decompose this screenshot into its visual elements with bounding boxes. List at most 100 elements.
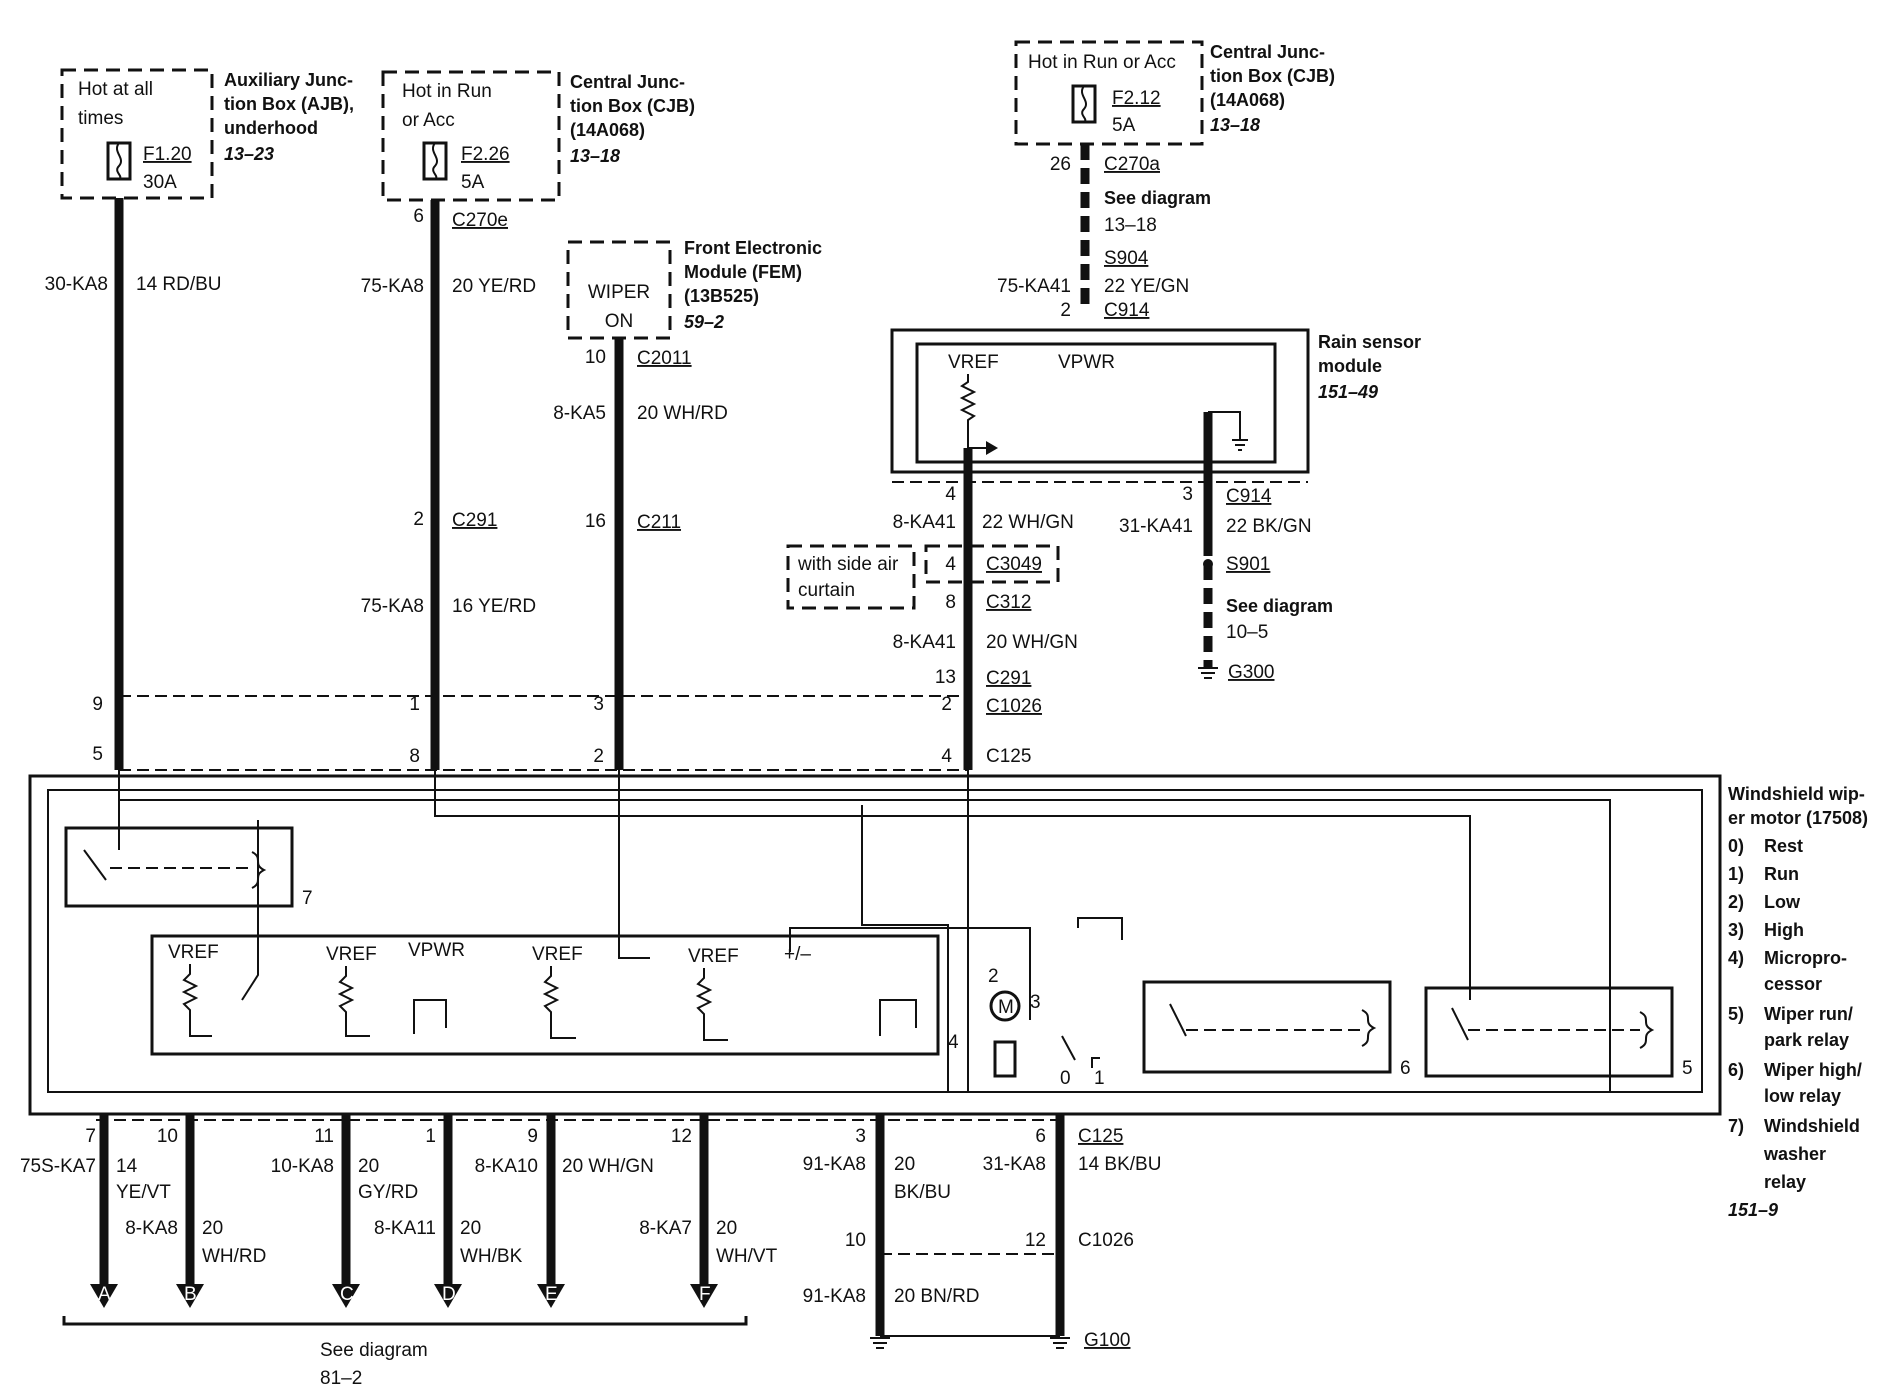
legend-text-5a: Wiper run/ bbox=[1764, 1004, 1853, 1024]
rain-sensor-name-1: Rain sensor bbox=[1318, 332, 1421, 352]
legend-num: 4) bbox=[1728, 948, 1744, 968]
splice-s904: S904 bbox=[1104, 248, 1149, 269]
wire-color-label: 22 WH/GN bbox=[982, 512, 1074, 533]
connector-c270e: C270e bbox=[452, 210, 508, 231]
vref-label: VREF bbox=[948, 352, 999, 373]
wire-circuit-label: 75S-KA7 bbox=[20, 1156, 96, 1177]
output-letter: E bbox=[545, 1284, 558, 1305]
wire-circuit-label: 75-KA41 bbox=[997, 276, 1071, 297]
cjb-left-ref: 13–18 bbox=[570, 146, 620, 166]
connector-c270a: C270a bbox=[1104, 154, 1160, 175]
arrow-c-icon bbox=[332, 1284, 360, 1308]
pin-label: 10 bbox=[585, 347, 606, 368]
legend-text: Rest bbox=[1764, 836, 1803, 856]
side-air-label-1: with side air bbox=[797, 554, 899, 575]
legend-text-7c: relay bbox=[1764, 1172, 1806, 1192]
fem-name-3: (13B525) bbox=[684, 286, 759, 306]
relay-6-label: 6 bbox=[1400, 1058, 1411, 1079]
wire-circuit-label: 75-KA8 bbox=[361, 596, 424, 617]
pin-label: 2 bbox=[413, 509, 424, 530]
wire-circuit-label: 31-KA41 bbox=[1119, 516, 1193, 537]
fuse-rating: 30A bbox=[143, 172, 177, 193]
pin-label: 26 bbox=[1050, 154, 1071, 175]
ground-wires bbox=[870, 1114, 1070, 1349]
side-air-label-2: curtain bbox=[798, 580, 855, 601]
pin-label: 10 bbox=[845, 1230, 866, 1251]
ajb-hot-label-1: Hot at all bbox=[78, 79, 153, 100]
wire-color-label: 20 bbox=[202, 1218, 223, 1239]
wire-color-label: 14 RD/BU bbox=[136, 274, 222, 295]
output-wires bbox=[90, 1114, 718, 1308]
connector-c312: C312 bbox=[986, 592, 1031, 613]
vpwr-label: VPWR bbox=[1058, 352, 1115, 373]
wire-circuit-label: 8-KA5 bbox=[553, 403, 606, 424]
legend-text-7a: Windshield bbox=[1764, 1116, 1860, 1136]
ground-icon bbox=[1050, 1337, 1070, 1349]
fuse-rating: 5A bbox=[1112, 115, 1136, 136]
wire-circuit-label: 8-KA8 bbox=[125, 1218, 178, 1239]
side-air-curtain-option: with side air curtain 4 C3049 bbox=[786, 544, 1060, 610]
relay-5-label: 5 bbox=[1682, 1058, 1693, 1079]
cjb-right-hot: Hot in Run or Acc bbox=[1028, 52, 1176, 73]
pin-label: 4 bbox=[945, 554, 956, 575]
wire-circuit-label: 75-KA8 bbox=[361, 276, 424, 297]
pin-label: 13 bbox=[935, 667, 956, 688]
connector-c1026: C1026 bbox=[1078, 1230, 1134, 1251]
connector-c1026: C1026 bbox=[986, 696, 1042, 717]
cjb-right-fuse-box: Hot in Run or Acc F2.12 5A Central Junc-… bbox=[1014, 40, 1335, 146]
output-letter: F bbox=[699, 1284, 711, 1305]
motor-title-2: er motor (17508) bbox=[1728, 808, 1868, 828]
arrow-a-icon bbox=[90, 1284, 118, 1308]
switch-pos-0: 0 bbox=[1060, 1068, 1071, 1089]
wire-color-label: 14 BK/BU bbox=[1078, 1154, 1161, 1175]
wire-circuit-label: 8-KA41 bbox=[893, 512, 956, 533]
rain-sensor-name-2: module bbox=[1318, 356, 1382, 376]
cjb-left-fuse-box: Hot in Run or Acc F2.26 5A Central Junc-… bbox=[381, 70, 695, 202]
wire-color-label: WH/BK bbox=[460, 1246, 523, 1267]
pin-label: 11 bbox=[314, 1126, 334, 1147]
wire-color-label: 22 YE/GN bbox=[1104, 276, 1189, 297]
pin-label: 7 bbox=[85, 1126, 96, 1147]
cjb-right-ref: 13–18 bbox=[1210, 115, 1260, 135]
vref-label: VREF bbox=[688, 946, 739, 967]
pin-label: 2 bbox=[941, 694, 952, 715]
vpwr-label: VPWR bbox=[408, 940, 465, 961]
pin-label: 1 bbox=[409, 694, 420, 715]
ground-icon bbox=[870, 1337, 890, 1349]
pin-label: 16 bbox=[585, 511, 606, 532]
legend-num: 7) bbox=[1728, 1116, 1744, 1136]
pin-label: 4 bbox=[945, 484, 956, 505]
legend-text-6b: low relay bbox=[1764, 1086, 1841, 1106]
connector-c914: C914 bbox=[1226, 486, 1272, 507]
arrow-e-icon bbox=[537, 1284, 565, 1308]
wire-circuit-label: 8-KA10 bbox=[475, 1156, 538, 1177]
wire-color-label: 20 bbox=[358, 1156, 379, 1177]
ground-g300: G300 bbox=[1228, 662, 1274, 683]
cjb-left-hot-1: Hot in Run bbox=[402, 81, 492, 102]
pin-label: 3 bbox=[593, 694, 604, 715]
pin-label: 3 bbox=[855, 1126, 866, 1147]
microprocessor-label: 4 bbox=[948, 1032, 959, 1053]
ground-icon bbox=[1232, 439, 1248, 451]
connector-c291: C291 bbox=[452, 510, 497, 531]
motor-title-1: Windshield wip- bbox=[1728, 784, 1865, 804]
pin-label: 2 bbox=[1060, 300, 1071, 321]
fem-name-1: Front Electronic bbox=[684, 238, 822, 258]
plus-minus-label: +/– bbox=[784, 944, 811, 965]
pin-label: 8 bbox=[409, 746, 420, 767]
splice-s901: S901 bbox=[1226, 554, 1270, 575]
cjb-right-name-1: Central Junc- bbox=[1210, 42, 1325, 62]
connector-c211: C211 bbox=[637, 512, 681, 533]
fuse-f2-12: F2.12 bbox=[1112, 88, 1161, 109]
motor-m-label: M bbox=[998, 997, 1014, 1018]
wire-color-label: 16 YE/RD bbox=[452, 596, 536, 617]
wire-color-label: 20 WH/GN bbox=[562, 1156, 654, 1177]
legend-num: 0) bbox=[1728, 836, 1744, 856]
pin-label: 8 bbox=[945, 592, 956, 613]
wire-color-label: 14 bbox=[116, 1156, 138, 1177]
fem-ref: 59–2 bbox=[684, 312, 724, 332]
output-letter: B bbox=[184, 1284, 197, 1305]
connector-c914: C914 bbox=[1104, 300, 1150, 321]
legend-num: 3) bbox=[1728, 920, 1744, 940]
